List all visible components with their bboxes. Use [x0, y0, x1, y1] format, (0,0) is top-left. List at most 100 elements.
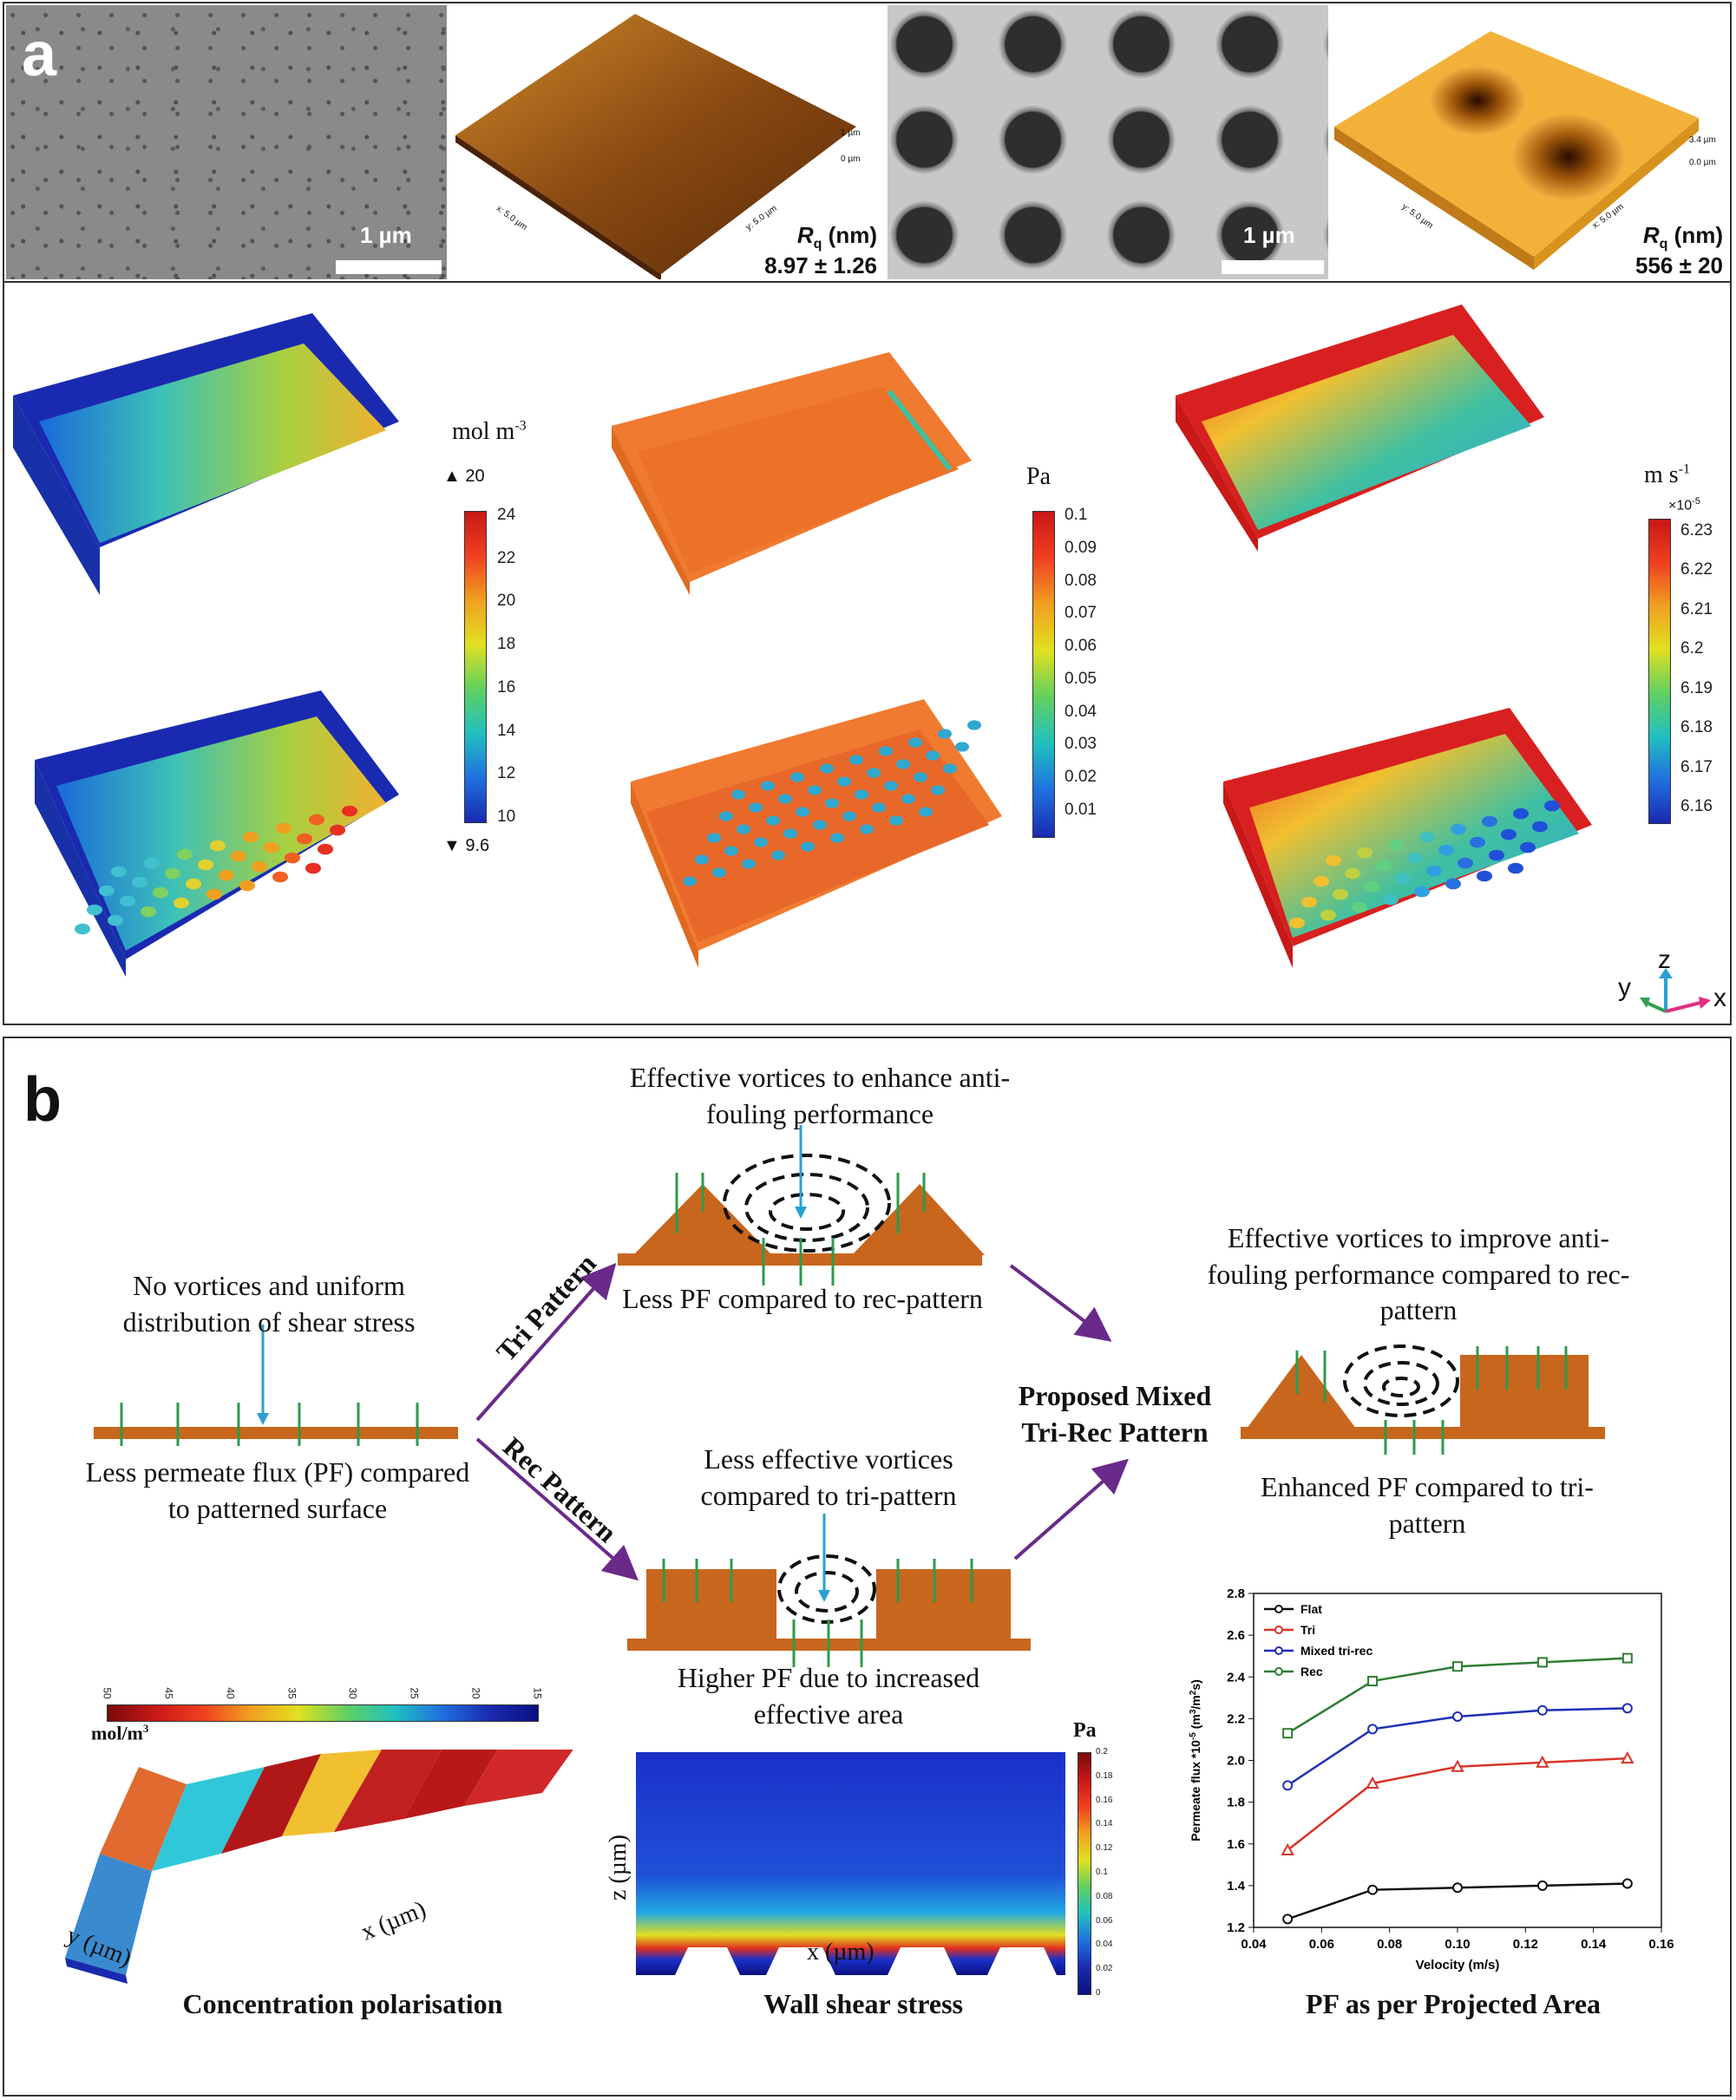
colorbar-tick-label: 0.01 [1065, 801, 1097, 819]
flat-caption: Less permeate flux (PF) compared to patt… [85, 1456, 470, 1524]
colorbar-tick-label: 0.07 [1065, 604, 1097, 623]
legend-label: Mixed tri-rec [1300, 1644, 1372, 1658]
colorbar-tick-label: 0.1 [1065, 506, 1088, 524]
pressure-pore [919, 807, 933, 817]
colorbar-tick-label: 6.18 [1680, 718, 1713, 737]
pressure-pore [771, 850, 785, 860]
afm1-rq-label: Rq (nm) [796, 222, 877, 252]
velocity-pore [1451, 823, 1466, 835]
shear-z-axis: z (µm) [605, 1835, 632, 1900]
shear-map [636, 1752, 1065, 1975]
conc-max-marker: ▲ 20 [443, 467, 485, 486]
pressure-pore [914, 772, 927, 782]
afm-image-patterned: 3.4 µm 0.0 µm y: 5.0 µm x: 5.0 µm Rq (nm… [1330, 5, 1730, 279]
cp-tick-label: 40 [224, 1687, 237, 1699]
shear-tick-label: 0.1 [1096, 1868, 1108, 1877]
x-tick-label: 0.16 [1648, 1937, 1674, 1952]
pressure-unit: Pa [1026, 463, 1051, 490]
data-point [1452, 1882, 1463, 1894]
conc-pore [305, 862, 321, 874]
afm2-z-bottom: 0.0 µm [1689, 158, 1716, 167]
y-tick-label: 2.4 [1227, 1670, 1246, 1685]
conc-pore [111, 866, 127, 878]
data-point [1451, 1759, 1464, 1772]
pressure-pore [712, 867, 726, 878]
pressure-pore [884, 781, 898, 791]
conc-pore [285, 852, 300, 864]
velocity-pore [1301, 896, 1317, 908]
pressure-pore [820, 763, 834, 774]
velocity-pore [1489, 849, 1504, 861]
colorbar-tick-label: 6.17 [1680, 757, 1713, 776]
velocity-pore [1352, 901, 1367, 913]
data-point [1621, 1652, 1633, 1664]
velocity-pore [1458, 857, 1473, 869]
pressure-pore [860, 824, 874, 834]
velocity-unit: m s-1 [1644, 461, 1691, 488]
afm-image-smooth: 1 µm 0 µm x: 5.0 µm y: 5.0 µm Rq (nm) 8.… [449, 5, 886, 279]
pressure-pore [872, 802, 886, 813]
axis-y-label: y [1618, 973, 1631, 1002]
velocity-pore [1333, 888, 1348, 900]
pressure-pore [801, 841, 815, 852]
velocity-pore [1445, 878, 1461, 890]
rec-caption: Higher PF due to increased effective are… [677, 1662, 980, 1730]
mixed-title: Proposed Mixed Tri-Rec Pattern [1018, 1380, 1212, 1448]
colorbar-tick-label: 0.08 [1065, 571, 1097, 590]
pressure-pore [849, 755, 863, 765]
afm2-rq-value: 556 ± 20 [1634, 252, 1723, 278]
colorbar-tick-label: 0.02 [1065, 768, 1097, 787]
panel-b: b [3, 1037, 1732, 2097]
afm2-rq-label: Rq (nm) [1642, 222, 1723, 252]
tri-note: Effective vortices to enhance anti-fouli… [629, 1062, 1011, 1129]
shear-tick-label: 0.06 [1096, 1915, 1113, 1926]
pattern-dots [75, 720, 1560, 935]
colorbar-tick-label: 6.16 [1680, 797, 1713, 815]
data-point [1536, 1704, 1548, 1716]
velocity-pore [1289, 917, 1305, 929]
flat-note: No vortices and uniform distribution of … [122, 1270, 416, 1338]
afm2-z-top: 3.4 µm [1689, 135, 1716, 145]
velocity-pore [1477, 870, 1492, 882]
pressure-pore [724, 846, 738, 856]
legend-marker [1274, 1605, 1283, 1613]
conc-pore [309, 814, 324, 826]
conc-pore [297, 833, 312, 845]
data-point [1282, 1914, 1294, 1925]
conc-pore [239, 880, 255, 892]
velocity-pore [1414, 886, 1430, 898]
conc-pore [342, 805, 357, 817]
conc-pore [272, 871, 288, 883]
conc-pore [210, 840, 226, 852]
conc-pore [132, 876, 147, 888]
velocity-pore [1419, 831, 1435, 843]
conc-pore [153, 886, 168, 899]
y-tick-label: 1.8 [1227, 1796, 1245, 1810]
scale-bar [1222, 260, 1324, 274]
panel-a-label: a [22, 20, 57, 89]
cp-unit: mol/m3 [91, 1722, 149, 1744]
velocity-pore [1513, 808, 1529, 820]
legend-marker [1274, 1667, 1283, 1676]
data-point [1281, 1842, 1294, 1855]
data-point [1452, 1661, 1463, 1672]
conc-pore [108, 914, 123, 926]
pressure-pore [943, 763, 957, 774]
velocity-pore [1326, 854, 1341, 867]
cp-tick-label: 20 [469, 1687, 482, 1699]
pressure-pore [908, 737, 922, 748]
legend-label: Rec [1300, 1665, 1323, 1678]
pressure-pore [879, 746, 893, 756]
colorbar-tick-label: 12 [497, 764, 516, 783]
cp-colorbar [107, 1704, 539, 1722]
pressure-pore [719, 811, 733, 821]
y-tick-label: 1.4 [1227, 1879, 1246, 1894]
colorbar-tick-label: 10 [497, 808, 516, 826]
colorbar-tick-label: 6.22 [1680, 560, 1713, 579]
x-tick-label: 0.12 [1513, 1937, 1538, 1952]
conc-unit: mol m-3 [452, 418, 527, 445]
cp-tick-label: 45 [162, 1687, 175, 1699]
sem-image-smooth: 1 µm [6, 5, 447, 279]
afm-surface-2 [1334, 31, 1699, 270]
conc-pore [243, 831, 259, 843]
